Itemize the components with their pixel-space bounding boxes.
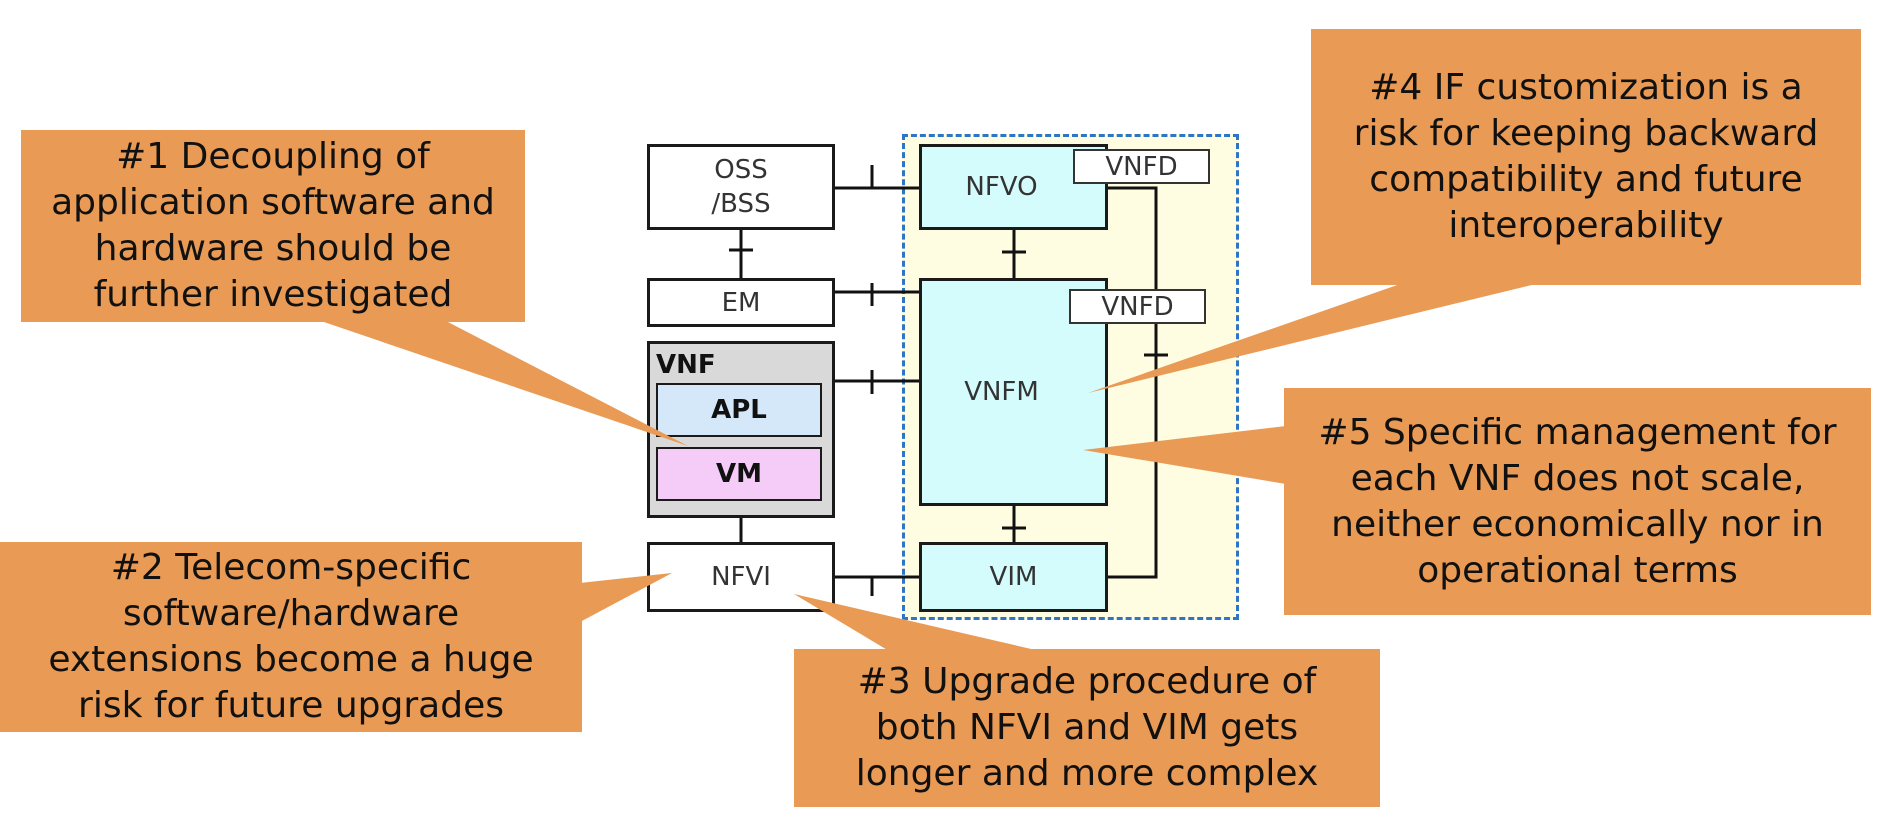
callout-3-text: #3 Upgrade procedure of both NFVI and VI…	[855, 661, 1319, 794]
callout-5: #5 Specific management for each VNF does…	[1284, 388, 1871, 615]
em-block: EM	[647, 278, 835, 327]
vnfd-nfvo: VNFD	[1073, 149, 1210, 184]
apl-block: APL	[656, 383, 822, 437]
link-nfvo-vim	[1107, 186, 1158, 579]
vnfd-nfvo-label: VNFD	[1105, 151, 1178, 182]
callout-1: #1 Decoupling of application software an…	[21, 130, 525, 322]
vnfd-vnfm: VNFD	[1069, 289, 1206, 324]
vnfm-label: VNFM	[964, 377, 1039, 407]
callout-4: #4 IF customization is a risk for keepin…	[1311, 29, 1861, 285]
callout-1-text: #1 Decoupling of application software an…	[51, 136, 495, 315]
nfvi-label: NFVI	[711, 562, 771, 592]
callout-2-tail	[580, 573, 672, 622]
vim-block: VIM	[919, 542, 1108, 612]
vnf-label: VNF	[656, 350, 716, 380]
callout-1-tail	[318, 320, 688, 446]
nfvo-label: NFVO	[965, 172, 1038, 202]
em-label: EM	[721, 287, 761, 318]
callout-3-tail	[794, 594, 1040, 651]
oss-bss-label: OSS /BSS	[711, 155, 771, 219]
vim-label: VIM	[989, 562, 1038, 592]
vnfd-vnfm-label: VNFD	[1101, 291, 1174, 322]
callout-2: #2 Telecom-specific software/hardware ex…	[0, 542, 582, 732]
oss-bss-block: OSS /BSS	[647, 144, 835, 230]
callout-3: #3 Upgrade procedure of both NFVI and VI…	[794, 649, 1380, 807]
vm-label: VM	[716, 459, 762, 489]
nfvi-block: NFVI	[647, 542, 835, 612]
vm-block: VM	[656, 447, 822, 501]
apl-label: APL	[711, 395, 767, 425]
callout-5-text: #5 Specific management for each VNF does…	[1318, 411, 1837, 591]
callout-4-text: #4 IF customization is a risk for keepin…	[1353, 67, 1819, 246]
callout-2-text: #2 Telecom-specific software/hardware ex…	[48, 547, 534, 726]
callout-4-tail	[1088, 283, 1540, 393]
callout-5-tail	[1083, 426, 1286, 484]
nfvo-block: NFVO	[919, 144, 1108, 230]
